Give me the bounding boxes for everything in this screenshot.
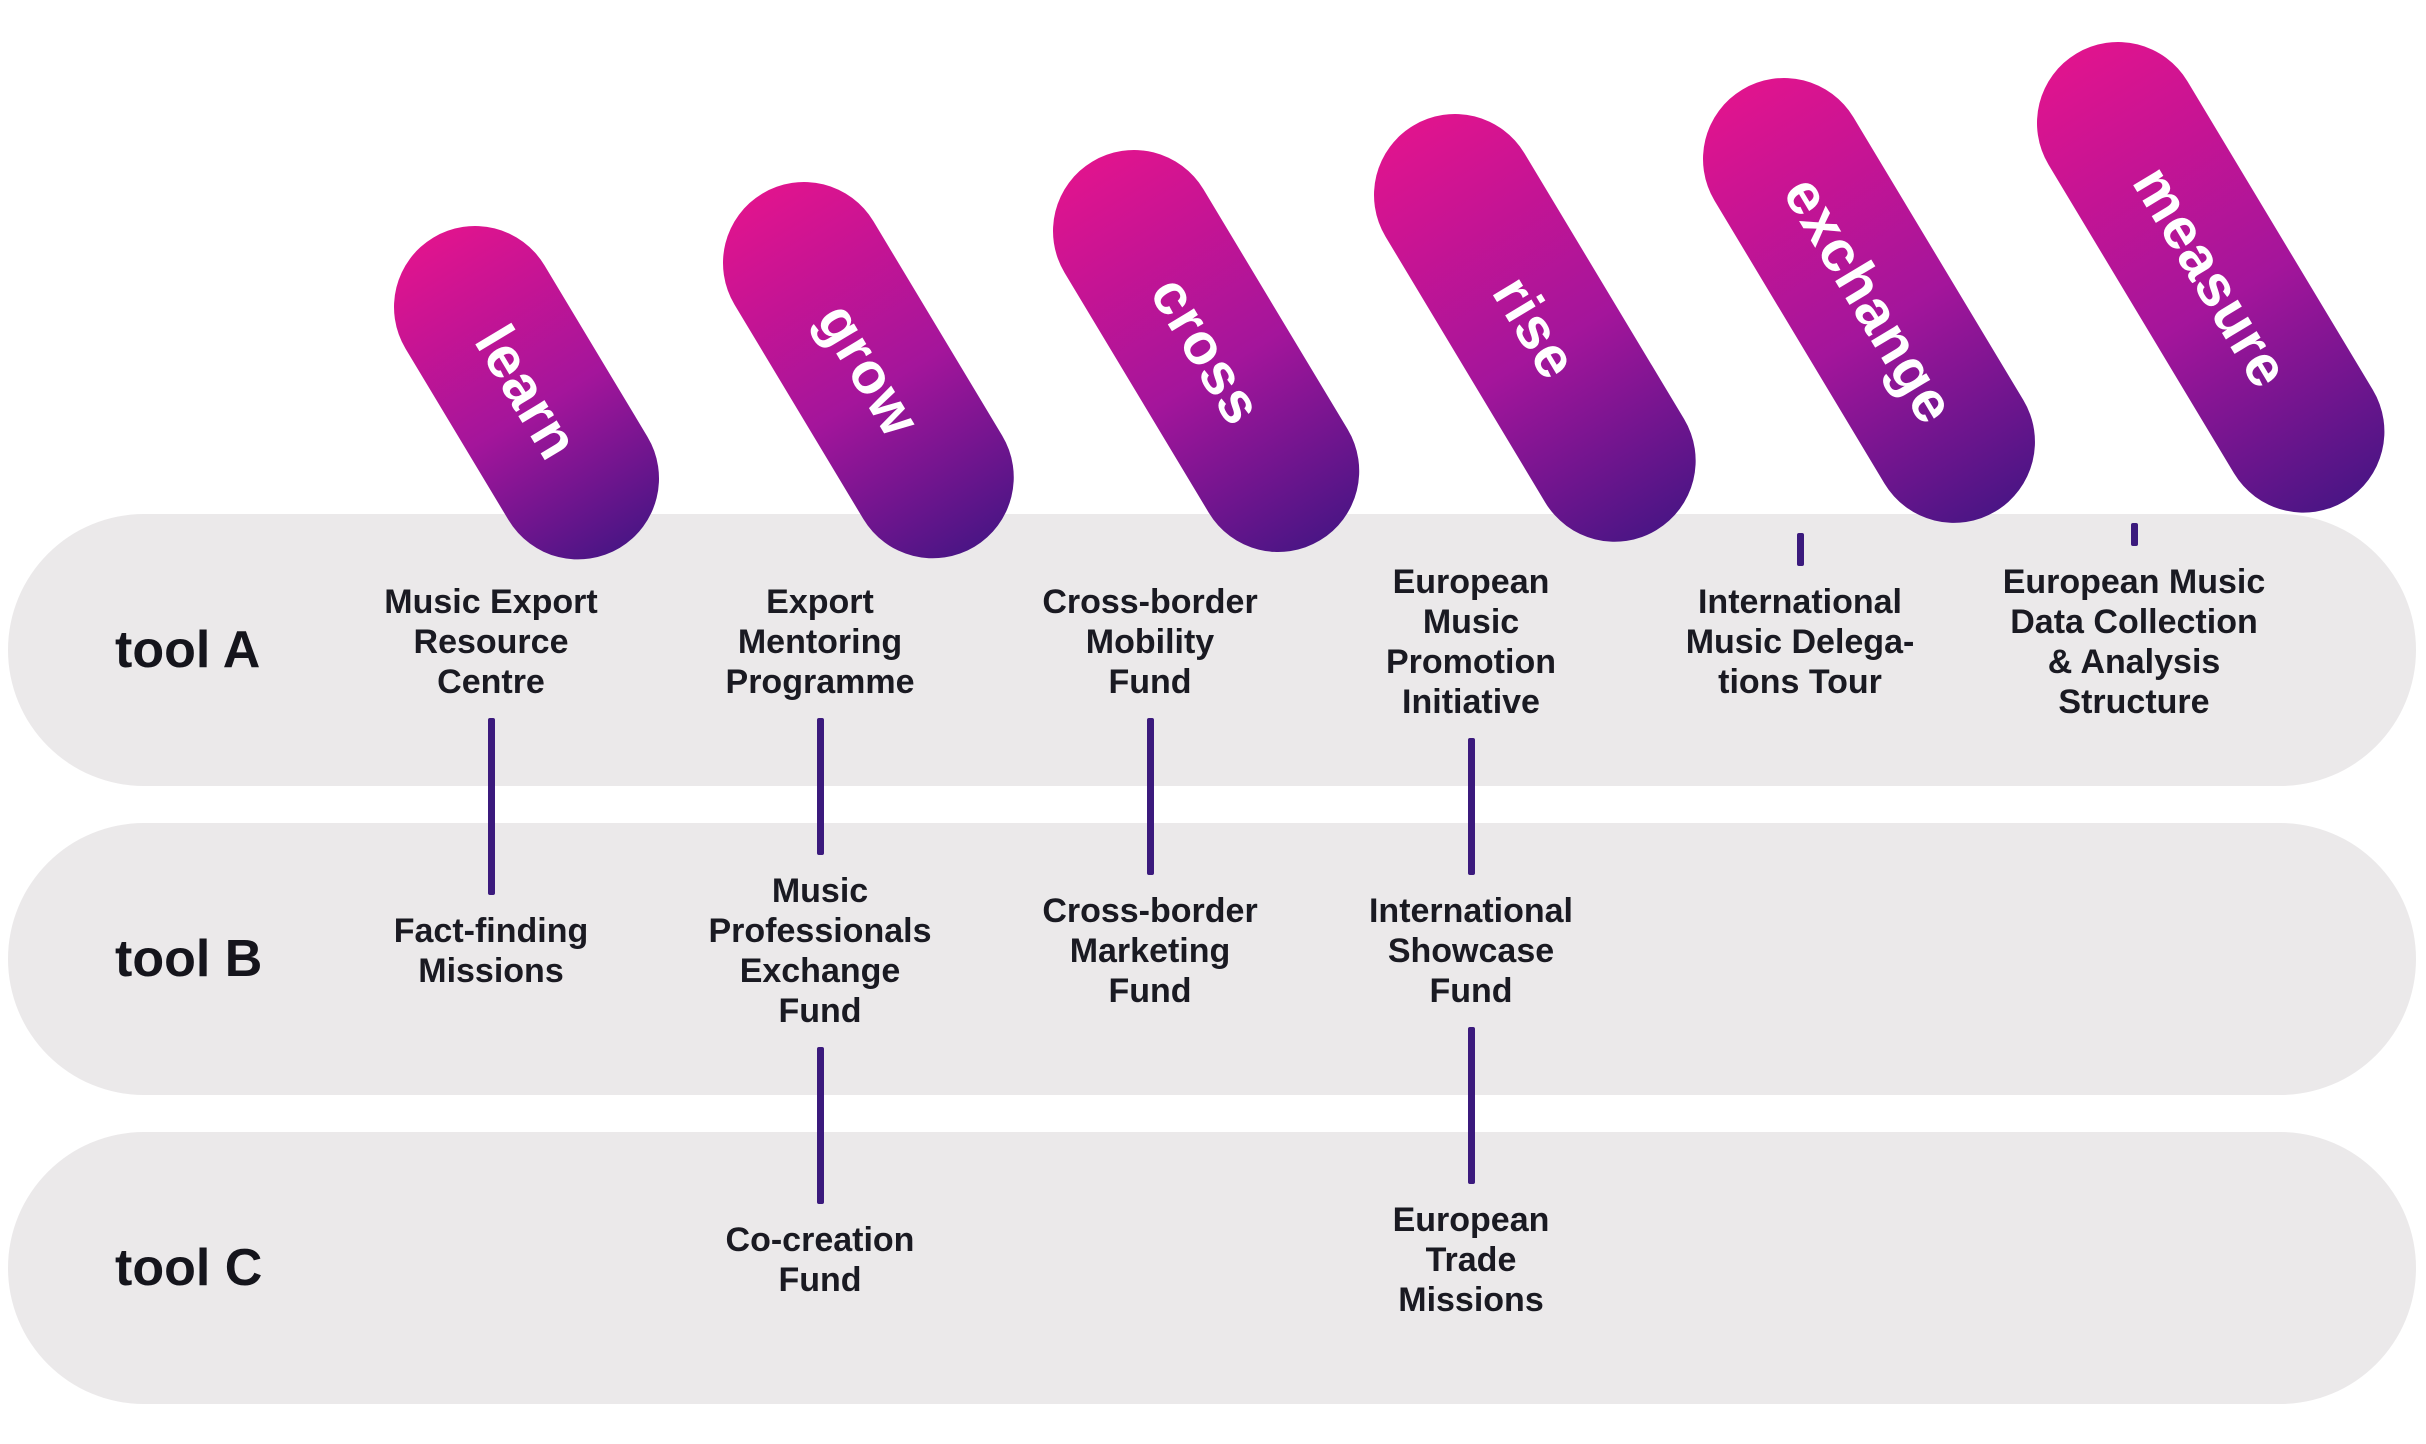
connector-rise-2 (1468, 1027, 1475, 1184)
tool-label-line: Fund (1429, 972, 1513, 1010)
connector-grow-2 (817, 1047, 824, 1204)
tool-label-line: Music Export (384, 583, 598, 621)
tool-label-line: Mentoring (737, 623, 903, 661)
connector-measure-0 (2131, 522, 2138, 546)
tool-label-line: Missions (1398, 1281, 1544, 1319)
tool-label-line: Professionals (708, 912, 932, 950)
tool-band-c (8, 1132, 2416, 1404)
tool-label-line: Marketing (1069, 932, 1231, 970)
tool-label-line: International (1368, 892, 1574, 930)
tool-label-line: Cross-border (1042, 892, 1258, 930)
stage-pill-exchange: exchange (1672, 47, 2066, 554)
tool-label-line: Fund (1108, 663, 1192, 701)
tool-label-line: Promotion (1386, 643, 1556, 681)
connector-cross-1 (1147, 718, 1154, 875)
tool-label-line: Music (1422, 603, 1520, 641)
tool-label-line: Co-creation (725, 1221, 915, 1259)
tool-label-line: Mobility (1085, 623, 1215, 661)
tool-label-line: Music Delega- (1685, 623, 1915, 661)
tool-label-line: Data Collection (2010, 603, 2258, 641)
stage-label: exchange (1770, 165, 1969, 436)
tool-label-line: Exchange (739, 952, 901, 990)
tool-label-line: Fund (778, 992, 862, 1030)
connector-learn-1 (488, 718, 495, 895)
tool-label-line: Fund (1108, 972, 1192, 1010)
tool-label-line: European (1392, 1201, 1550, 1239)
tool-label-line: Missions (418, 952, 564, 990)
stage-pill-cross: cross (1022, 119, 1390, 583)
tool-band-b (8, 823, 2416, 1095)
tool-label-line: European (1392, 563, 1550, 601)
stage-label: rise (1479, 264, 1591, 391)
row-label-tool-c: tool C (115, 1239, 263, 1297)
connector-exchange-0 (1797, 532, 1804, 566)
stage-label: measure (2120, 155, 2303, 400)
tool-label-line: Export (766, 583, 874, 621)
connector-rise-1 (1468, 738, 1475, 875)
stage-pill-rise: rise (1343, 83, 1726, 572)
tool-label-line: tions Tour (1718, 663, 1882, 701)
stage-label: cross (1137, 265, 1276, 436)
tool-label-line: Showcase (1387, 932, 1555, 970)
row-label-tool-a: tool A (115, 621, 261, 679)
tool-label-line: Cross-border (1042, 583, 1258, 621)
tool-label-line: Fund (778, 1261, 862, 1299)
tool-label-line: European Music (2002, 563, 2266, 601)
tool-label-line: Resource (413, 623, 569, 661)
tool-label-line: International (1697, 583, 1903, 621)
connector-grow-1 (817, 718, 824, 855)
tool-label-line: & Analysis (2047, 643, 2221, 681)
tool-band-a (8, 514, 2416, 786)
tool-label-line: Trade (1425, 1241, 1517, 1279)
row-label-tool-b: tool B (115, 930, 263, 988)
tool-label-line: Centre (437, 663, 545, 701)
tool-label-line: Fact-finding (393, 912, 589, 950)
tool-label-line: Initiative (1402, 683, 1540, 721)
tool-label-line: Programme (725, 663, 915, 701)
tool-label-line: Structure (2058, 683, 2210, 721)
tool-label-line: Music (771, 872, 869, 910)
stage-pill-measure: measure (2006, 11, 2415, 543)
